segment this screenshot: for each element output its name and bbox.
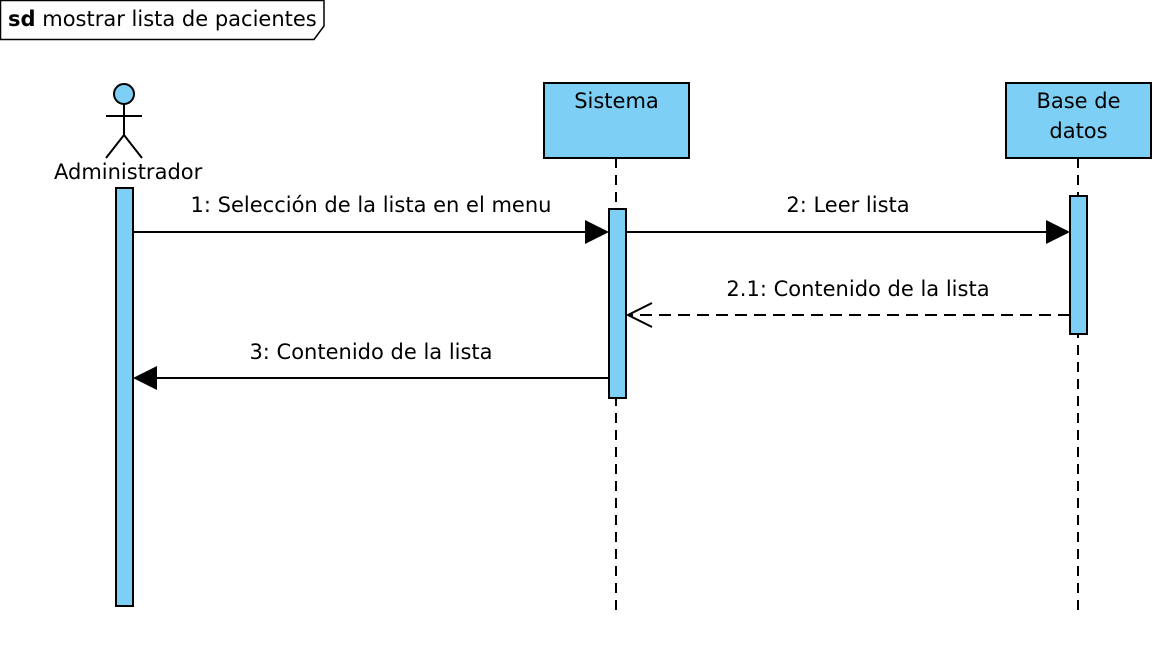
frame-name: mostrar lista de pacientes (42, 7, 317, 31)
message-arrow-3 (133, 366, 609, 390)
participant-label-base-de-datos: Base de datos (1036, 89, 1121, 143)
participant-label-sistema: Sistema (574, 89, 659, 113)
activation-administrador (115, 187, 134, 607)
message-arrow-2 (626, 220, 1070, 244)
actor-label-administrador: Administrador (54, 160, 203, 184)
actor-administrador-icon (105, 83, 143, 159)
message-label-1: 1: Selección de la lista en el menu (190, 193, 552, 217)
participant-box-base-de-datos (1005, 82, 1152, 159)
participant-box-sistema (543, 82, 690, 159)
activation-base-de-datos (1069, 195, 1088, 335)
frame-keyword: sd (8, 7, 36, 31)
frame-title: sd mostrar lista de pacientes (8, 7, 317, 31)
message-label-3: 3: Contenido de la lista (249, 340, 493, 364)
message-arrow-2-1 (625, 302, 1070, 328)
activation-sistema (608, 208, 627, 399)
message-arrow-1 (133, 220, 609, 244)
message-label-2: 2: Leer lista (786, 193, 910, 217)
frame-label-box (0, 0, 325, 41)
message-label-2-1: 2.1: Contenido de la lista (726, 277, 990, 301)
